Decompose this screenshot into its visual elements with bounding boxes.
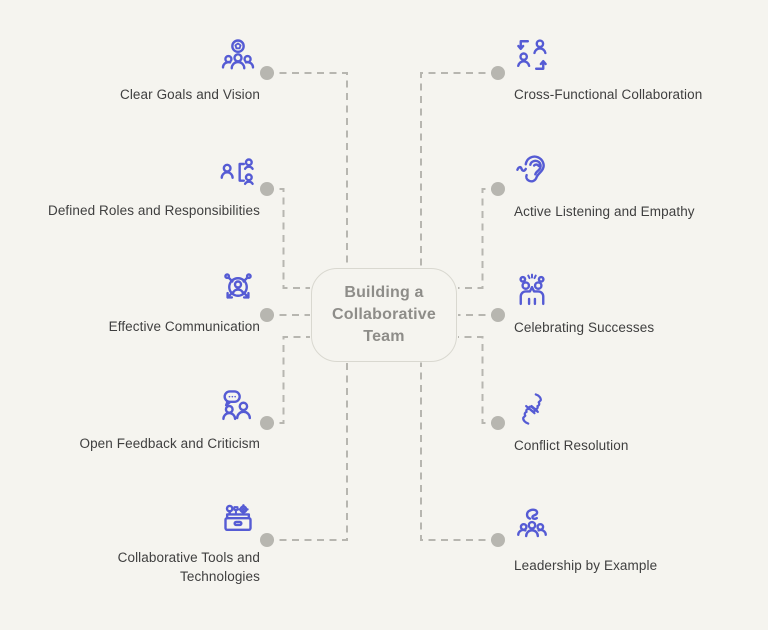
connector-left-1 [267, 72, 348, 267]
connector-left-5 [267, 362, 348, 541]
connector-right-2 [458, 188, 498, 289]
center-topic-node: Building a Collaborative Team [311, 268, 457, 362]
item-label-cross-functional: Cross-Functional Collaboration [514, 87, 703, 102]
item-label-leadership-by-example: Leadership by Example [514, 558, 658, 573]
org-roles-icon [218, 154, 258, 194]
item-label-effective-communication: Effective Communication [108, 319, 260, 334]
connector-right-5 [420, 362, 498, 541]
item-label-celebrating-successes: Celebrating Successes [514, 320, 655, 335]
item-label-open-feedback: Open Feedback and Criticism [79, 436, 260, 451]
feedback-chat-icon [218, 386, 258, 426]
item-label-active-listening: Active Listening and Empathy [514, 204, 695, 219]
swap-people-icon [512, 35, 552, 75]
leader-flag-icon [512, 504, 552, 544]
clasped-hands-icon [512, 389, 552, 429]
item-label-conflict-resolution: Conflict Resolution [514, 438, 629, 453]
item-label-clear-goals: Clear Goals and Vision [119, 87, 260, 102]
item-label-collaborative-tools: Collaborative Tools and Technologies [117, 550, 260, 584]
toolbox-icon [218, 499, 258, 539]
connector-right-4 [458, 336, 498, 424]
connector-left-2 [267, 188, 310, 289]
connector-right-1 [420, 72, 498, 267]
item-label-defined-roles: Defined Roles and Responsibilities [47, 203, 260, 218]
connector-left-4 [267, 336, 310, 424]
communication-arrows-icon [218, 267, 258, 307]
team-goals-icon [218, 37, 258, 77]
high-five-icon [512, 271, 552, 311]
connector-dots [260, 66, 505, 547]
ear-listening-icon [512, 151, 552, 191]
